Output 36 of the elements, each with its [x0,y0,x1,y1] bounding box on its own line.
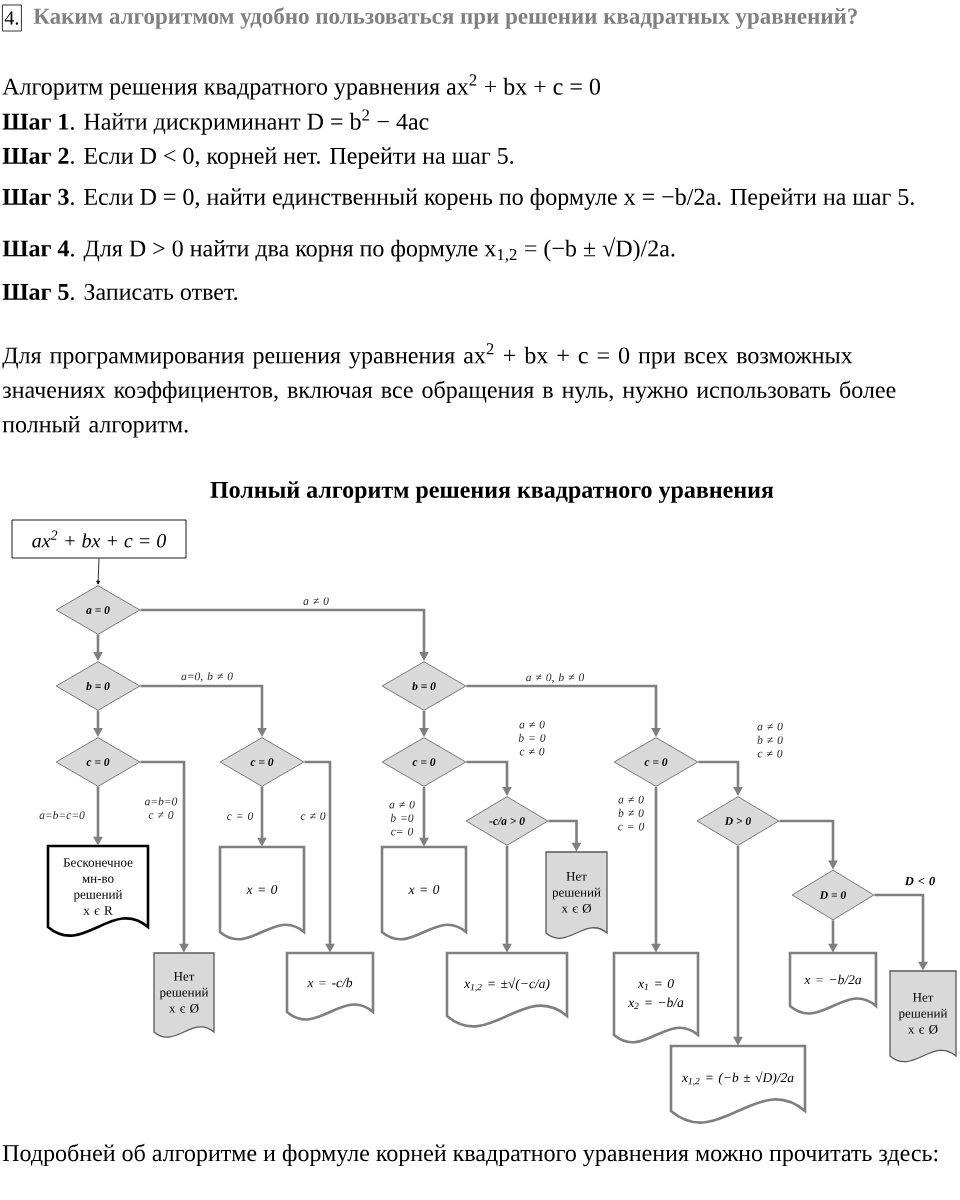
document-box: x$_{1,2}$ = ±√(−c/a) [445,951,569,1028]
document-box: x = -c/b [285,951,375,1021]
document-box: x$_{1}$ = 0 x$_{2}$ = −b/a [612,951,700,1044]
edge-label: a ≠ 0, b ≠ 0 [524,672,586,684]
edge-label: c = 0 [225,811,255,821]
edge-label: a=b=0 c ≠ 0 [143,796,179,820]
document-box: x$_{1,2}$ = (−b ± √D)/2a [669,1044,807,1124]
body-text: Подробней об алгоритме и формуле корней квадратного уравнения можно прочитать здесь: [2,1143,938,1167]
step-text: Шаг 5. Записать ответ. [2,283,238,301]
diagram-title: Полный алгоритм решения квадратного уравнения [210,481,774,503]
edge-label: a ≠ 0 b ≠ 0 c ≠ 0 [753,721,787,759]
edge-label: c ≠ 0 [299,811,327,821]
edge-label: a ≠ 0 b ≠ 0 c = 0 [614,794,648,832]
arrow [96,558,101,585]
document-box: Нет решений x є Ø [153,952,215,1038]
step-text: Шаг 4. Для D > 0 найти два корня по формуле x$_{1,2}$ = (−b ± √D)/2a. [2,237,675,263]
document-box: Нет решений x є Ø [545,851,608,939]
step-text: Шаг 2. Если D < 0, корней нет. Перейти на шаг 5. [2,147,514,169]
edge-label: a ≠ 0 b =0 c= 0 [385,799,419,837]
edge-label: D < 0 [903,875,937,887]
document-box: x = 0 [380,845,468,941]
step-text: Шаг 1. Найти дискриминант D = b$^{2}$ − 4ac [2,109,429,135]
document-box: x = −b/2a [788,951,878,1015]
question-number: 4. [2,4,22,32]
paragraph: Для программирования решения уравнения ax$^{2}$ + bx + c = 0 при всех возможных значениях коэффициентов, включая все обращения в нуль, нужно использовать более полный алгоритм. [2,343,896,438]
process-box: ax$^{2}$ + bx + c = 0 [11,519,187,559]
document-box: Нет решений x є Ø [889,970,957,1063]
body-text: Алгоритм решения квадратного уравнения ax$^{2}$ + bx + c = 0 [2,74,600,100]
edge-label: a=b=c=0 [38,809,86,821]
edge-label: a ≠ 0 b = 0 c ≠ 0 [515,719,549,757]
edge-label: a ≠ 0 [302,596,330,606]
document-box: x = 0 [218,845,306,941]
document-box: Бесконечное мн-во решений x є R [46,844,150,937]
edge-label: a=0, b ≠ 0 [180,671,234,683]
step-text: Шаг 3. Если D = 0, найти единственный корень по формуле x = −b/2a. Перейти на шаг 5. [2,188,914,210]
question-heading: Каким алгоритмом удобно пользоваться при решении квадратных уравнений? [33,7,857,29]
